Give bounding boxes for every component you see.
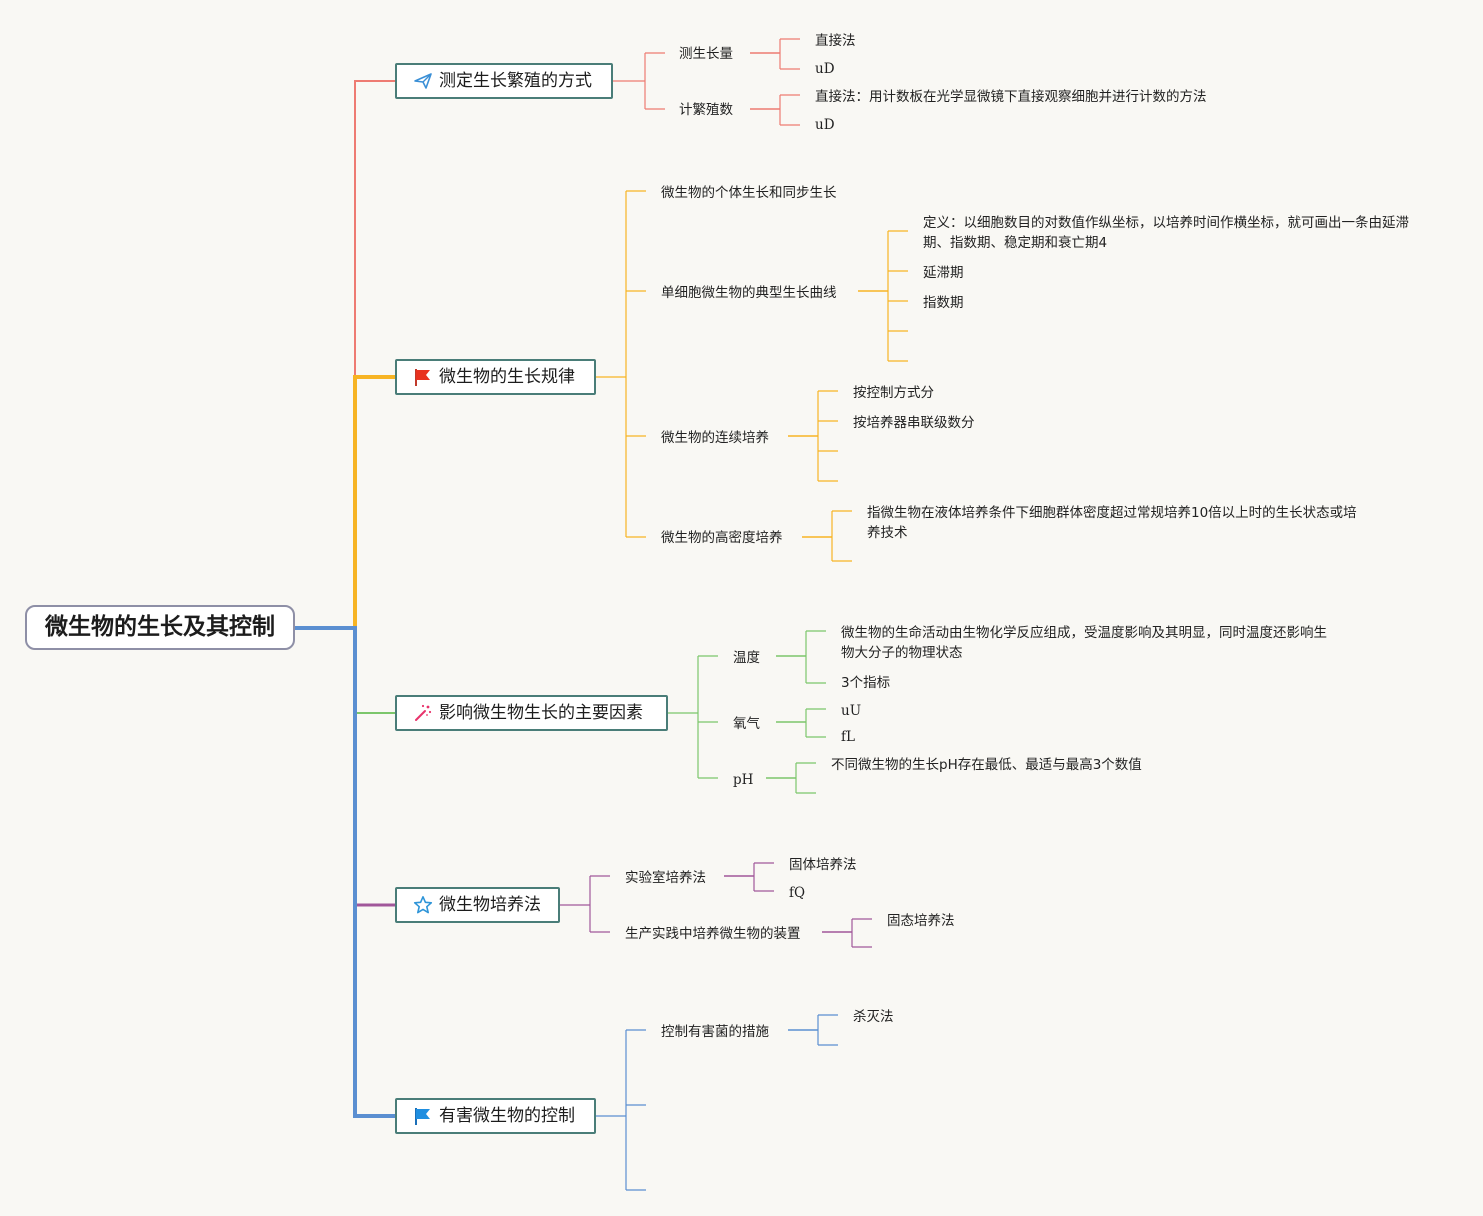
topic-by-series-count[interactable]: 按培养器串联级数分 (853, 415, 975, 431)
topic-ph[interactable]: pH (733, 772, 754, 788)
topic-ph-values[interactable]: 不同微生物的生长pH存在最低、最适与最高3个数值 (831, 757, 1142, 773)
star-icon (413, 895, 433, 915)
topic-fl[interactable]: fL (841, 729, 855, 745)
topic-high-density-culture[interactable]: 微生物的高密度培养 (661, 530, 783, 546)
topic-solid-state-culture[interactable]: 固态培养法 (887, 913, 955, 929)
topic-ud[interactable]: uD (815, 61, 835, 77)
branch-label: 微生物培养法 (439, 895, 541, 915)
topic-continuous-culture[interactable]: 微生物的连续培养 (661, 430, 769, 446)
topic-count-reproduction[interactable]: 计繁殖数 (679, 102, 733, 118)
branch-culture-methods[interactable]: 微生物培养法 (395, 887, 560, 923)
topic-lab-culture[interactable]: 实验室培养法 (625, 870, 706, 886)
topic-ud[interactable]: uD (815, 117, 835, 133)
topic-three-indicators[interactable]: 3个指标 (841, 675, 891, 691)
topic-temperature-effect[interactable]: 微生物的生命活动由生物化学反应组成，受温度影响及其明显，同时温度还影响生物大分子… (841, 625, 1327, 661)
topic-growth-curve-definition[interactable]: 定义：以细胞数目的对数值作纵坐标，以培养时间作横坐标，就可画出一条由延滞期、指数… (923, 215, 1409, 251)
topic-oxygen[interactable]: 氧气 (733, 716, 760, 732)
branch-label: 影响微生物生长的主要因素 (439, 703, 643, 723)
branch-measure-growth[interactable]: 测定生长繁殖的方式 (395, 63, 613, 99)
topic-kill-method[interactable]: 杀灭法 (853, 1009, 894, 1025)
branch-growth-factors[interactable]: 影响微生物生长的主要因素 (395, 695, 668, 731)
blue-flag-icon (413, 1106, 433, 1126)
topic-by-control-mode[interactable]: 按控制方式分 (853, 385, 934, 401)
topic-measure-growth-amount[interactable]: 测生长量 (679, 46, 733, 62)
magic-wand-icon (413, 703, 433, 723)
topic-direct-count-definition[interactable]: 直接法：用计数板在光学显微镜下直接观察细胞并进行计数的方法 (815, 89, 1207, 105)
topic-fq[interactable]: fQ (789, 885, 806, 901)
branch-label: 有害微生物的控制 (439, 1106, 575, 1126)
topic-log-phase[interactable]: 指数期 (923, 295, 964, 311)
topic-direct-method[interactable]: 直接法 (815, 33, 856, 49)
topic-solid-culture[interactable]: 固体培养法 (789, 857, 857, 873)
root-connector (295, 626, 395, 1118)
topic-high-density-definition[interactable]: 指微生物在液体培养条件下细胞群体密度超过常规培养10倍以上时的生长状态或培养技术 (867, 505, 1357, 541)
topic-harmful-measures[interactable]: 控制有害菌的措施 (661, 1024, 769, 1040)
topic-production-devices[interactable]: 生产实践中培养微生物的装置 (625, 926, 801, 942)
topic-uu[interactable]: uU (841, 703, 862, 719)
root-connector (295, 80, 395, 629)
topic-lag-phase[interactable]: 延滞期 (923, 265, 964, 281)
topic-individual-growth[interactable]: 微生物的个体生长和同步生长 (661, 185, 837, 201)
root-topic[interactable]: 微生物的生长及其控制 (25, 605, 295, 650)
red-flag-icon (413, 367, 433, 387)
branch-growth-rules[interactable]: 微生物的生长规律 (395, 359, 596, 395)
paper-plane-icon (413, 71, 433, 91)
branch-label: 测定生长繁殖的方式 (439, 71, 592, 91)
branch-harmful-control[interactable]: 有害微生物的控制 (395, 1098, 596, 1134)
topic-temperature[interactable]: 温度 (733, 650, 760, 666)
root-connector (353, 375, 395, 628)
topic-growth-curve[interactable]: 单细胞微生物的典型生长曲线 (661, 285, 837, 301)
branch-label: 微生物的生长规律 (439, 367, 575, 387)
